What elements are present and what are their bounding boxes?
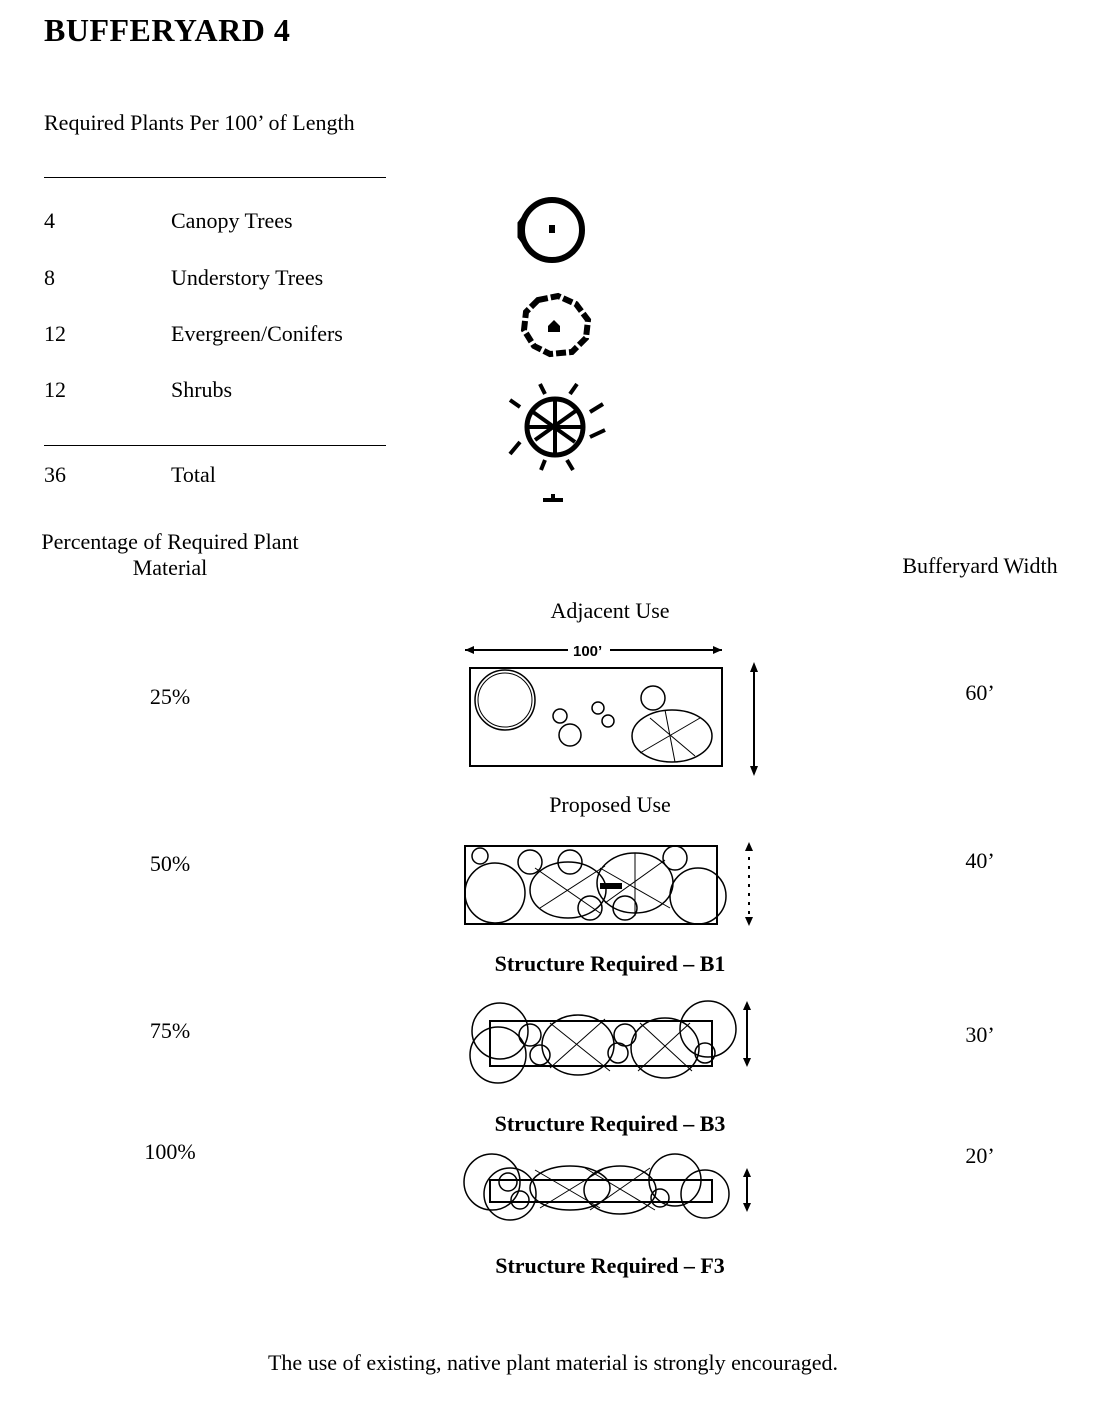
width-20: 20’ bbox=[965, 1143, 995, 1168]
bufferyard-width-header: Bufferyard Width bbox=[902, 553, 1058, 578]
width-30: 30’ bbox=[965, 1022, 995, 1047]
total-label: Total bbox=[171, 462, 216, 487]
total-qty: 36 bbox=[44, 462, 66, 487]
bufferyard-diagram-50-icon bbox=[464, 842, 753, 926]
structure-b1-label: Structure Required – B1 bbox=[494, 951, 726, 976]
percentage-100: 100% bbox=[144, 1139, 196, 1164]
percentage-50: 50% bbox=[149, 851, 191, 876]
width-40: 40’ bbox=[965, 848, 995, 873]
bufferyard-diagram-75-icon bbox=[469, 1000, 751, 1084]
shrub-label: Shrubs bbox=[171, 377, 233, 402]
percentage-75: 75% bbox=[149, 1018, 191, 1043]
canopy-qty: 4 bbox=[44, 208, 55, 233]
bufferyard-diagram-25-icon: 100’ bbox=[465, 643, 758, 776]
structure-b3-label: Structure Required – B3 bbox=[494, 1111, 726, 1136]
bufferyard-diagram-100-icon bbox=[463, 1153, 751, 1221]
canopy-tree-symbol-icon bbox=[517, 197, 585, 263]
canopy-label: Canopy Trees bbox=[171, 208, 293, 233]
percentage-header-line2: Material bbox=[132, 555, 208, 580]
understory-qty: 8 bbox=[44, 265, 55, 290]
shrub-qty: 12 bbox=[44, 377, 66, 402]
evergreen-symbol-icon bbox=[508, 382, 606, 502]
percentage-header: Percentage of Required Plant Material bbox=[20, 529, 320, 581]
evergreen-qty: 12 bbox=[44, 321, 66, 346]
percentage-header-line1: Percentage of Required Plant bbox=[41, 529, 299, 554]
table-bottom-rule bbox=[44, 445, 386, 446]
proposed-use-label: Proposed Use bbox=[549, 792, 671, 817]
adjacent-use-label: Adjacent Use bbox=[550, 598, 670, 623]
understory-label: Understory Trees bbox=[171, 265, 324, 290]
width-60: 60’ bbox=[965, 680, 995, 705]
evergreen-label: Evergreen/Conifers bbox=[171, 321, 343, 346]
structure-f3-label: Structure Required – F3 bbox=[495, 1253, 725, 1278]
table-top-rule bbox=[44, 177, 386, 178]
footer-note: The use of existing, native plant materi… bbox=[267, 1350, 838, 1375]
page-title: BUFFERYARD 4 bbox=[44, 12, 291, 48]
understory-tree-symbol-icon bbox=[520, 292, 592, 358]
dimension-label: 100’ bbox=[573, 643, 602, 660]
required-plants-heading: Required Plants Per 100’ of Length bbox=[44, 110, 355, 135]
percentage-25: 25% bbox=[149, 684, 191, 709]
